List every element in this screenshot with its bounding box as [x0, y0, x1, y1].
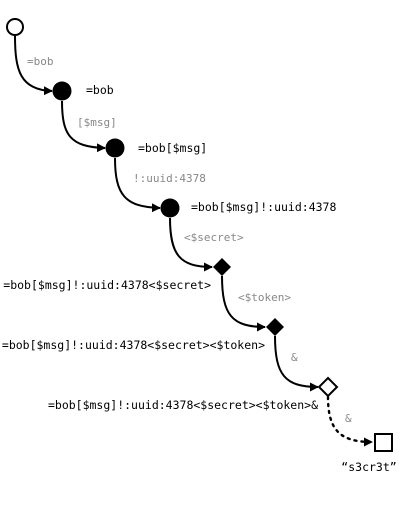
edge-label-3: <$secret>: [184, 231, 244, 244]
edge-label-0: =bob: [27, 55, 54, 68]
edge-label-1: [$msg]: [77, 116, 117, 129]
node-label-1: =bob: [86, 83, 114, 97]
node-open-diamond-6: [317, 376, 339, 398]
node-diamond-5: [266, 318, 284, 336]
edge-n6-to-end: [326, 395, 374, 447]
edge-label-4: <$token>: [238, 291, 291, 304]
node-label-4: =bob[$msg]!:uuid:4378<$secret>: [3, 278, 211, 292]
edge-start-to-n1: [14, 35, 53, 96]
edge-label-2: !:uuid:4378: [133, 172, 206, 185]
edge-label-6: &: [345, 412, 352, 425]
edge-n4-to-n5: [221, 275, 266, 332]
edge-n5-to-n6: [274, 335, 319, 392]
node-circle-3: [160, 198, 180, 218]
edge-n1-to-n2: [61, 100, 106, 153]
end-node-square: [374, 433, 393, 452]
edge-label-5: &: [291, 351, 298, 364]
node-label-end: “s3cr3t”: [341, 460, 396, 474]
edge-n3-to-n4: [169, 217, 213, 272]
start-node: [6, 18, 24, 36]
node-label-6: =bob[$msg]!:uuid:4378<$secret><$token>&: [48, 398, 318, 412]
node-circle-2: [105, 138, 125, 158]
node-diamond-4: [213, 258, 231, 276]
node-circle-1: [52, 81, 72, 101]
node-label-5: =bob[$msg]!:uuid:4378<$secret><$token>: [2, 338, 265, 352]
edge-n2-to-n3: [114, 157, 161, 213]
node-label-2: =bob[$msg]: [138, 141, 207, 155]
node-label-3: =bob[$msg]!:uuid:4378: [191, 200, 336, 214]
